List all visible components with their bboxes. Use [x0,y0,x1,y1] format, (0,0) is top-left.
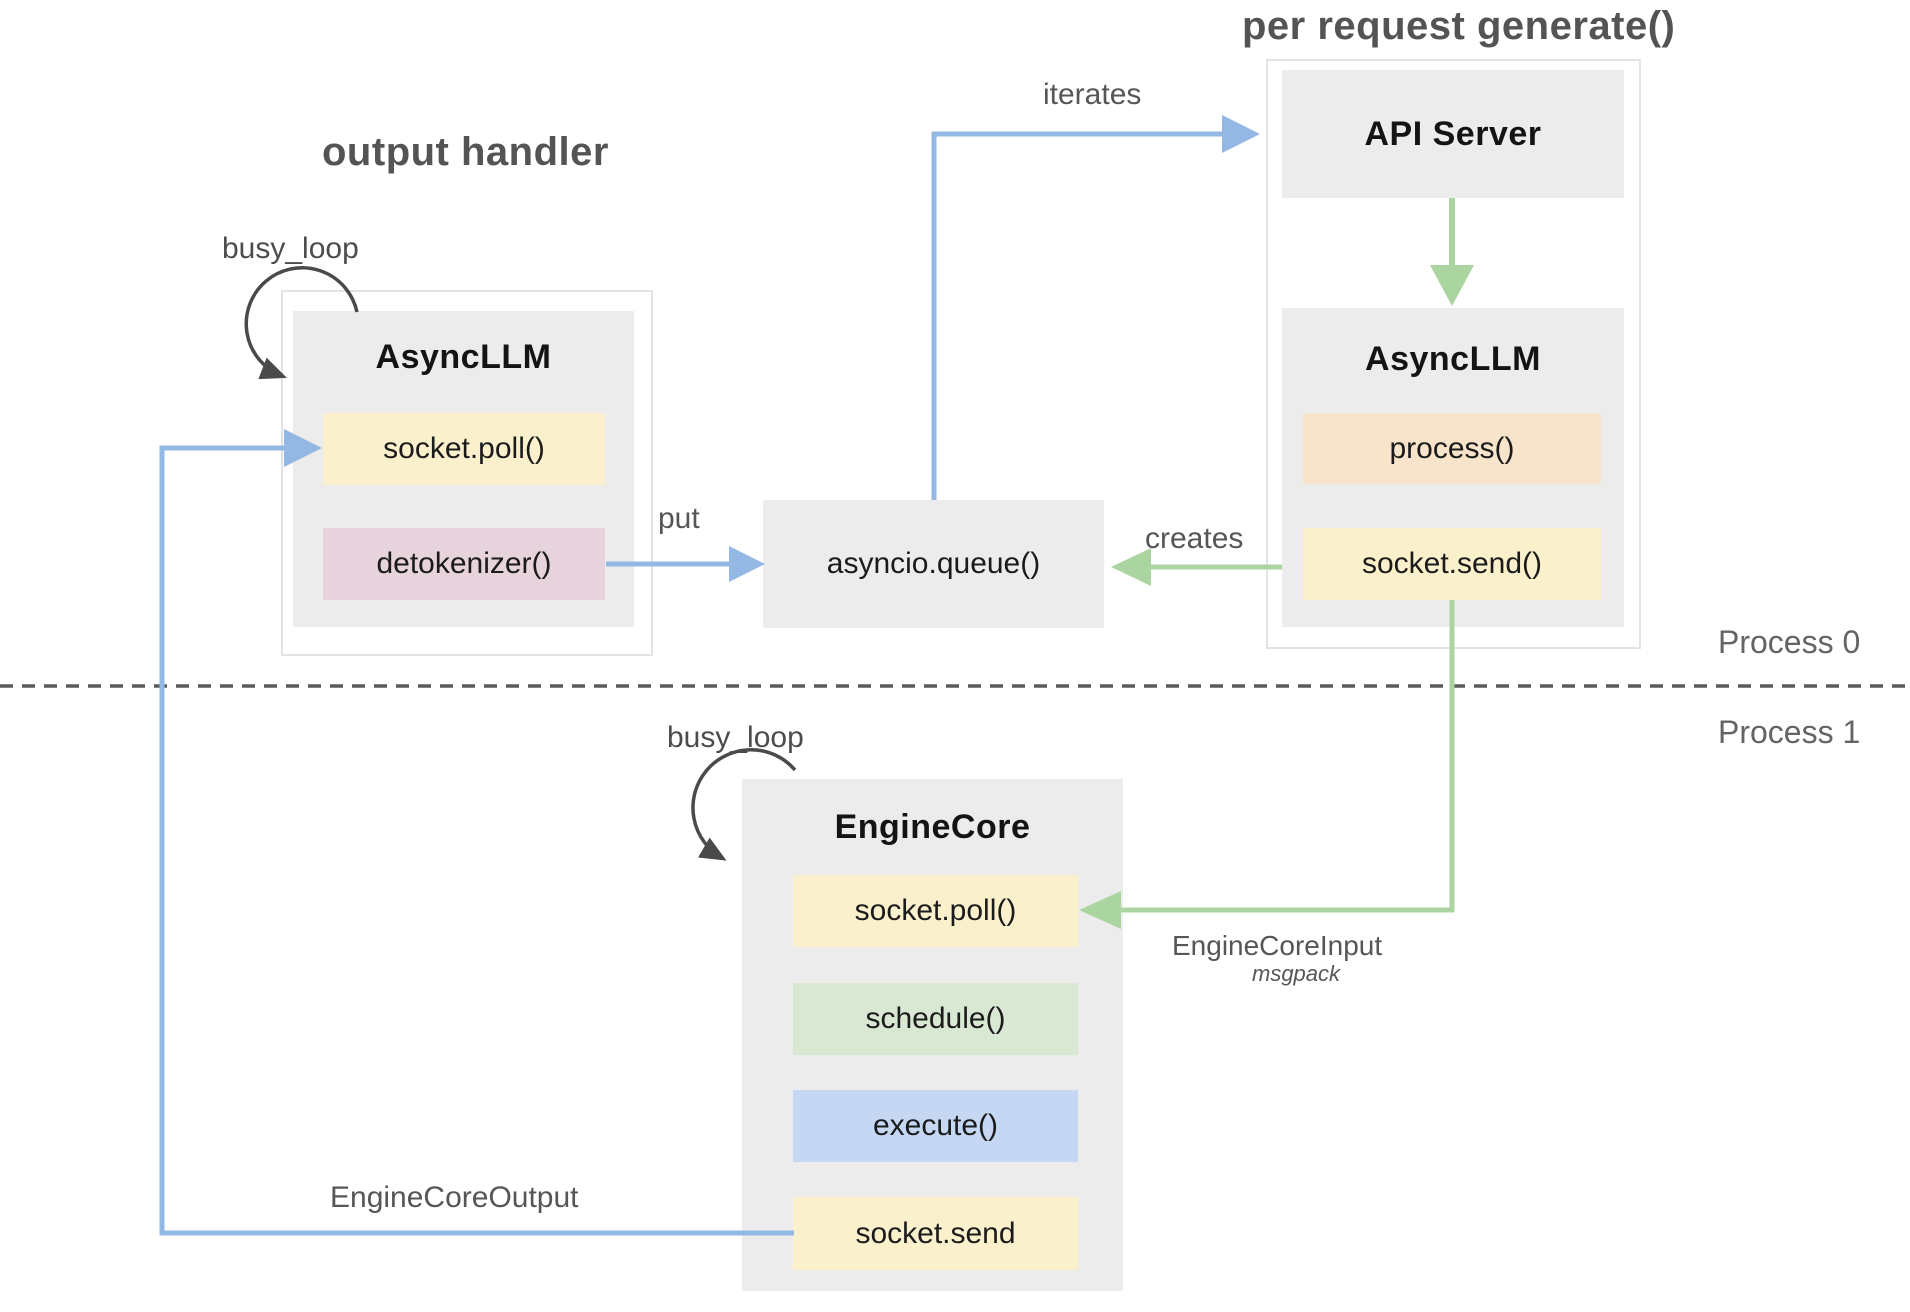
engine-core-input-label: EngineCoreInput [1172,930,1383,961]
engine-core-title: EngineCore [834,808,1031,846]
asyncllm-right-title: AsyncLLM [1365,340,1541,378]
asyncllm-left-title: AsyncLLM [375,338,552,376]
creates-label: creates [1145,522,1244,555]
busy-loop-engine-label: busy_loop [667,721,804,754]
per-request-generate-title: per request generate() [1242,4,1676,48]
asyncio-queue-box: asyncio.queue() [763,500,1104,628]
put-arrowhead [729,546,765,582]
msgpack-label: msgpack [1252,961,1341,986]
api-server-box: API Server [1282,70,1624,198]
process-0-label: Process 0 [1718,624,1861,660]
asyncllm-left-detokenizer: detokenizer() [323,528,605,600]
engine-core-socket-poll: socket.poll() [793,875,1078,947]
put-label: put [658,502,700,535]
asyncllm-left-socket-poll: socket.poll() [323,413,605,485]
engine-core-execute: execute() [793,1090,1078,1162]
process-1-label: Process 1 [1718,714,1861,750]
output-handler-title: output handler [322,130,609,174]
iterates-arrowhead [1222,115,1260,153]
asyncllm-right-process: process() [1303,413,1601,484]
busy-loop-left-label: busy_loop [222,232,359,265]
iterates-label: iterates [1043,78,1142,111]
engine-core-output-label: EngineCoreOutput [330,1181,579,1214]
engine-core-schedule: schedule() [793,983,1078,1055]
engine-core-socket-send: socket.send [793,1197,1078,1270]
iterates-arrow-line [931,131,1222,500]
asyncllm-right-socket-send: socket.send() [1303,528,1601,600]
